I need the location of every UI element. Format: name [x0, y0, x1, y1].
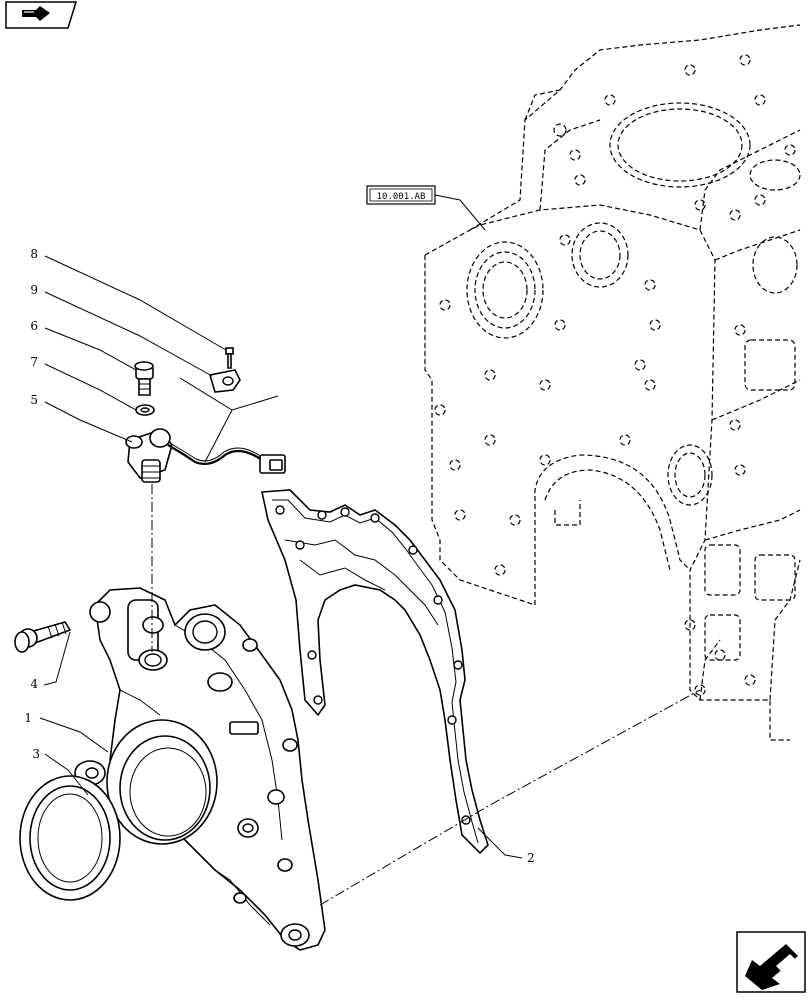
callout-8[interactable]: 8 [30, 247, 227, 351]
sealing-washer [135, 404, 155, 416]
reference-label-text: 10.001.AB [377, 192, 426, 202]
callout-7[interactable]: 7 [30, 355, 137, 411]
cap-screw [134, 361, 154, 396]
next-page-arrow-icon[interactable] [736, 931, 806, 993]
callout-6[interactable]: 6 [30, 319, 137, 371]
callout-1[interactable]: 1 [24, 711, 109, 753]
svg-text:3: 3 [32, 747, 40, 761]
previous-page-arrow-icon[interactable] [5, 1, 78, 29]
wire-clip [208, 369, 241, 393]
clip-screw [225, 347, 234, 369]
speed-sensor [125, 428, 173, 483]
sensor-wire-harness [167, 442, 286, 474]
svg-text:9: 9 [30, 283, 38, 297]
reference-label-10-001-ab[interactable]: 10.001.AB [366, 185, 436, 205]
svg-text:2: 2 [527, 851, 535, 865]
flange-bolt [14, 621, 72, 653]
svg-text:8: 8 [30, 247, 38, 261]
callout-5[interactable]: 5 [30, 393, 133, 443]
svg-text:5: 5 [30, 393, 38, 407]
reference-leader-line [434, 194, 486, 231]
callout-3[interactable]: 3 [32, 747, 89, 796]
timing-cover-gasket [261, 489, 489, 855]
callout-9[interactable]: 9 [30, 283, 213, 377]
timing-cover-housing [74, 587, 326, 951]
svg-text:6: 6 [30, 319, 38, 333]
clip-leader-stem [204, 409, 233, 463]
svg-text:4: 4 [30, 677, 38, 691]
assembly-centerline [319, 689, 701, 906]
engine-block-outline [424, 24, 801, 741]
svg-text:1: 1 [24, 711, 32, 725]
crankshaft-oil-seal [19, 775, 121, 901]
callout-4[interactable]: 4 [30, 631, 71, 691]
svg-text:7: 7 [30, 355, 38, 369]
callout-2[interactable]: 2 [477, 827, 535, 865]
